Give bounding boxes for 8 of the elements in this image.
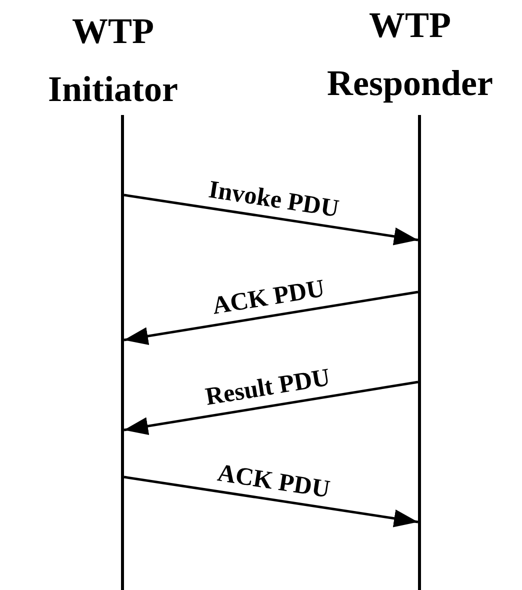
- message-arrow: [124, 476, 418, 528]
- message-arrow: [124, 290, 418, 346]
- lifeline: [121, 115, 124, 590]
- lifeline-header: WTP Initiator: [28, 2, 198, 118]
- message-arrow: [124, 194, 418, 246]
- lifeline-header: WTP Responder: [300, 0, 520, 112]
- message-arrow: [124, 380, 418, 436]
- lifeline: [418, 115, 421, 590]
